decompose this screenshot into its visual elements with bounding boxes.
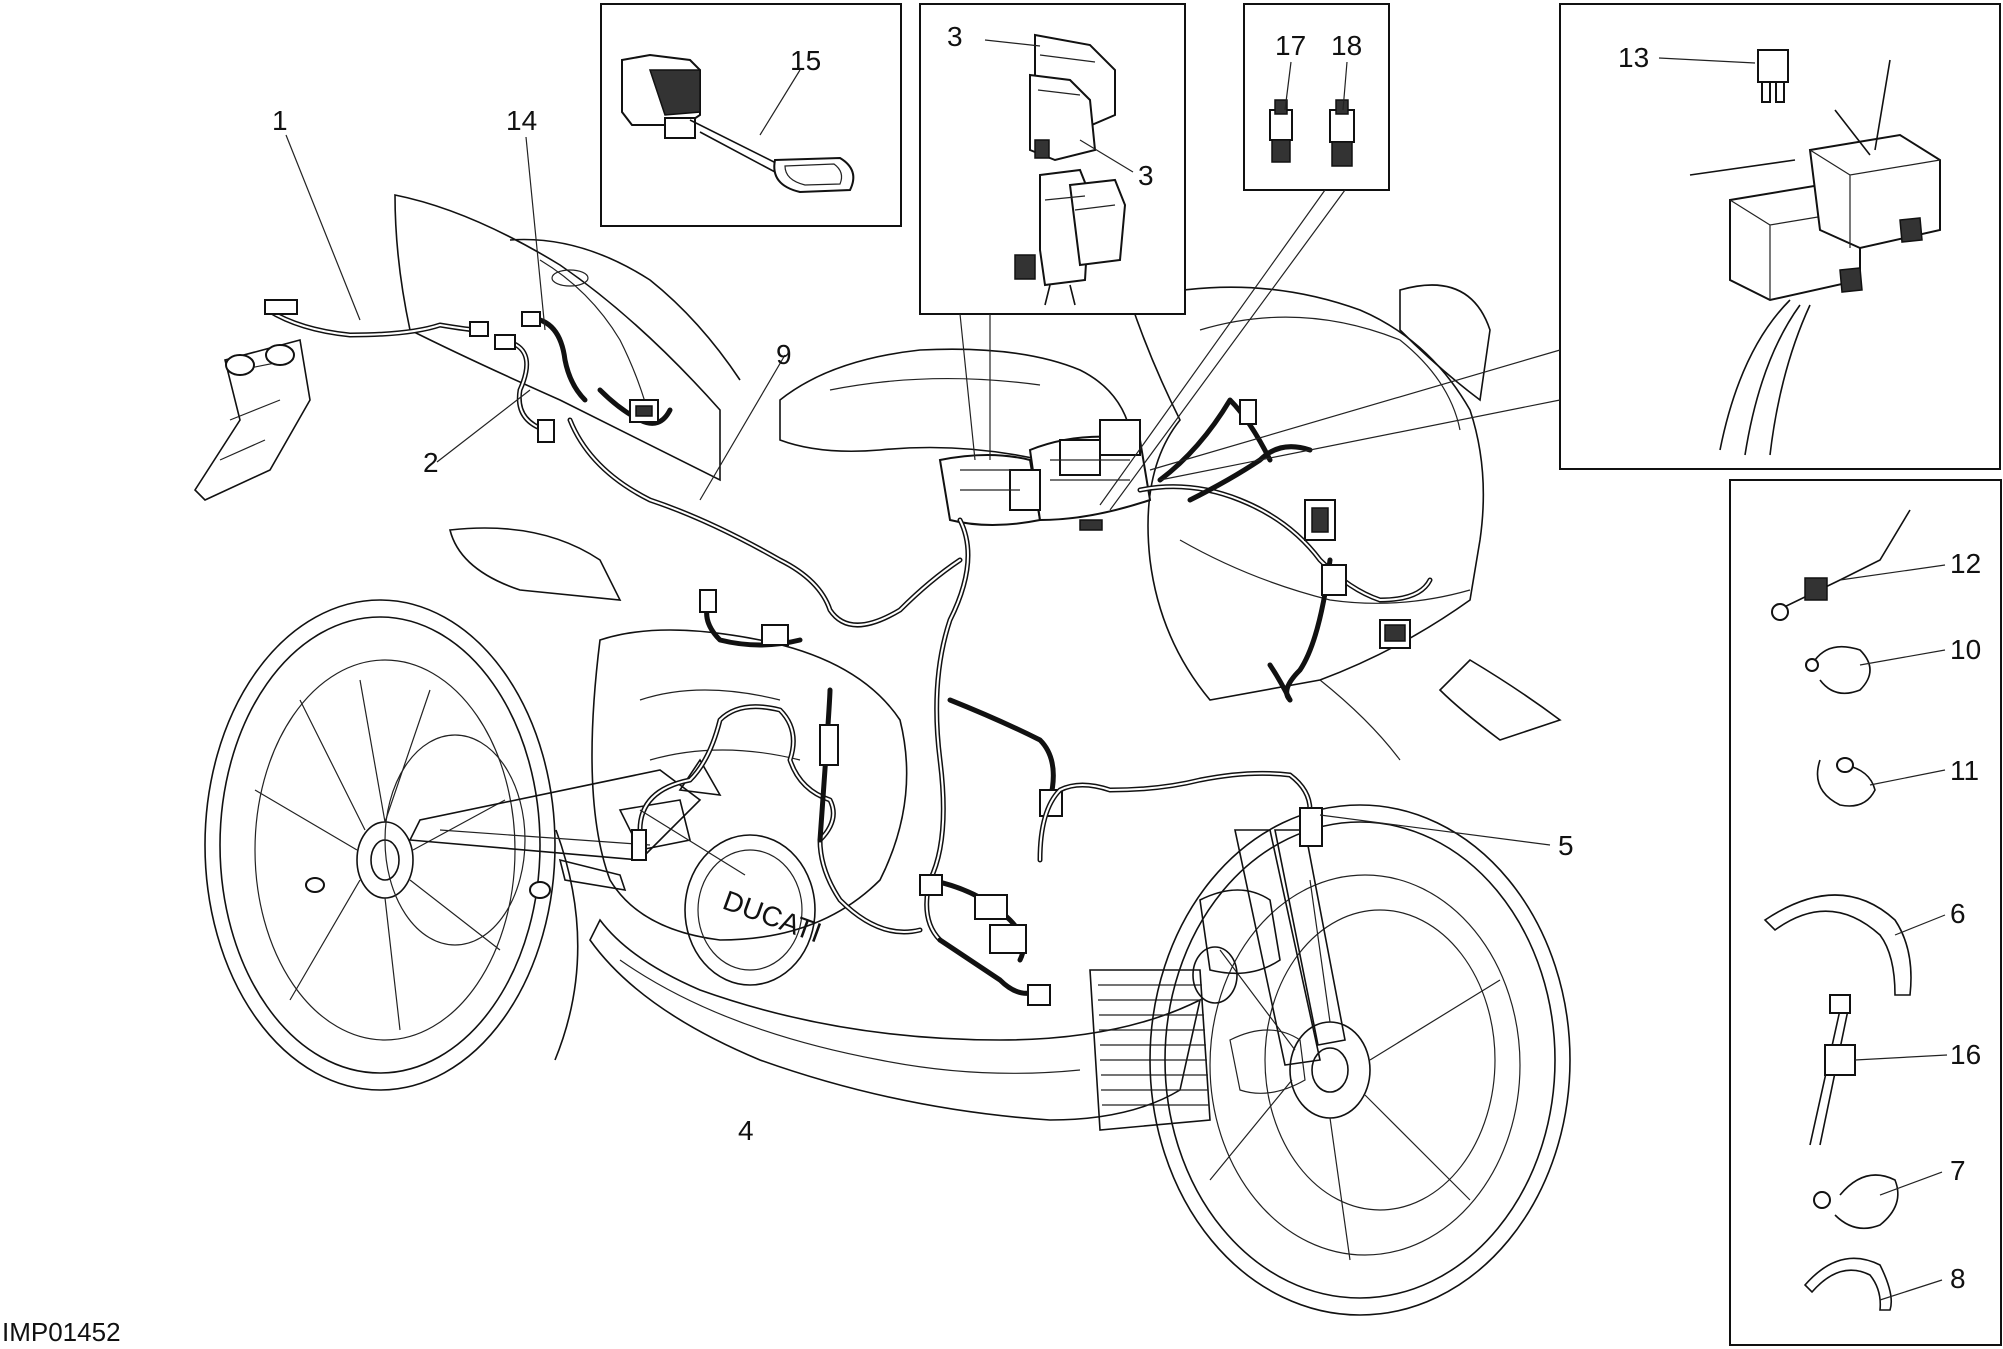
callout-labels: 1 2 3 3 4 5 6 7 8 9 10 11 12 13 14 15 16… — [272, 21, 1981, 1294]
inset-box-3 — [919, 3, 1186, 315]
harness-front-abs — [1037, 770, 1313, 863]
callout-15: 15 — [790, 45, 821, 76]
callout-12: 12 — [1950, 548, 1981, 579]
front-wheel — [1149, 804, 1571, 1316]
callout-11: 11 — [1950, 755, 1979, 786]
motorcycle-outline: DUCATI — [193, 194, 1571, 1316]
callout-13: 13 — [1618, 42, 1649, 73]
image-code: IMP01452 — [2, 1317, 121, 1347]
callout-8: 8 — [1950, 1263, 1966, 1294]
callout-3-bottom: 3 — [1138, 160, 1154, 191]
callout-7: 7 — [1950, 1155, 1966, 1186]
fuel-tank — [779, 348, 1131, 471]
harness-tail-light — [265, 307, 481, 338]
callout-10: 10 — [1950, 634, 1981, 665]
inset-box-17-18 — [1243, 3, 1390, 191]
leader-lines — [285, 39, 1948, 1301]
callout-4: 4 — [738, 1115, 754, 1146]
callout-5: 5 — [1558, 830, 1574, 861]
inset-box-15 — [600, 3, 902, 227]
license-plate-holder — [193, 339, 311, 501]
callout-9: 9 — [776, 339, 792, 370]
main-harness-rear — [567, 417, 963, 628]
rear-set — [558, 799, 691, 892]
rear-wheel — [204, 599, 579, 1091]
callout-1: 1 — [272, 105, 288, 136]
front-fairing — [1128, 284, 1562, 761]
callout-2: 2 — [423, 447, 439, 478]
callout-17: 17 — [1275, 30, 1306, 61]
harness-front — [1137, 484, 1433, 603]
callout-6: 6 — [1950, 898, 1966, 929]
inset-box-accessories — [1729, 479, 2002, 1346]
front-fork — [1192, 829, 1346, 1094]
central-electric-block — [938, 419, 1152, 531]
harness-seat — [527, 315, 588, 403]
tail-section — [394, 194, 741, 601]
inset-box-13 — [1559, 3, 2001, 470]
callout-14: 14 — [506, 105, 537, 136]
callout-16: 16 — [1950, 1039, 1981, 1070]
wiring-harness — [264, 299, 1433, 1006]
harness-rear-abs — [637, 704, 923, 935]
callout-3-top: 3 — [947, 21, 963, 52]
callout-18: 18 — [1331, 30, 1362, 61]
lower-fairing — [589, 918, 1211, 1131]
